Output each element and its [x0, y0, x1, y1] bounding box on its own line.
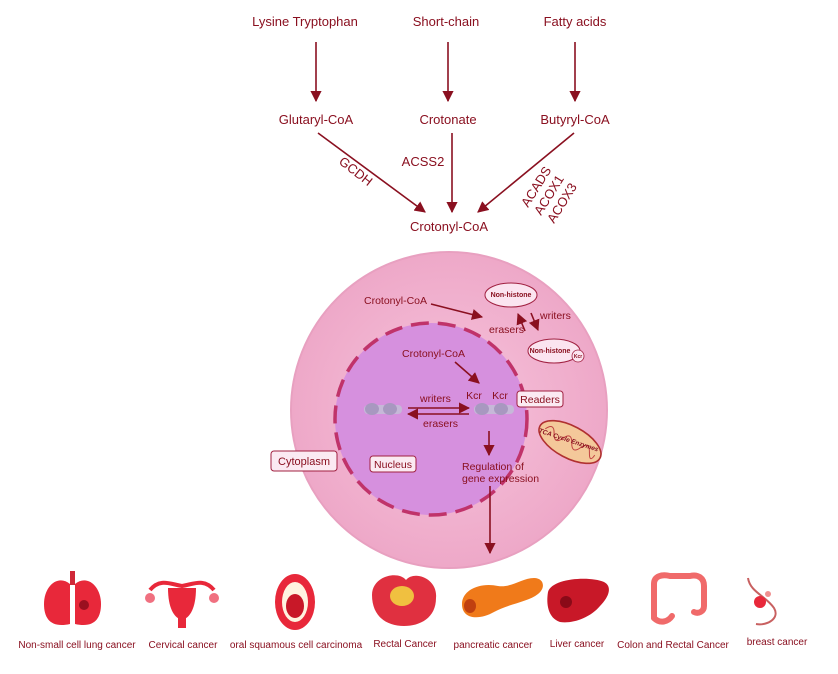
- nucleus-box: [369, 455, 417, 473]
- readers-box: [516, 390, 564, 408]
- arrow-butyryl-to-crotonyl: [477, 132, 575, 213]
- mouth-icon: [275, 574, 315, 630]
- cancer-colon-rectal: Colon and Rectal Cancer: [617, 640, 729, 651]
- cytoplasm-box: [270, 450, 338, 472]
- source-short-chain: Short-chain: [413, 14, 479, 29]
- source-fatty-acids: Fatty acids: [544, 14, 607, 29]
- cytoplasm-crotonyl-coa: Crotonyl-CoA: [364, 295, 427, 307]
- arrow-crotonyl-to-nonhistone: [430, 303, 484, 320]
- cancer-breast: breast cancer: [747, 637, 808, 648]
- colon-icon: [651, 572, 707, 625]
- rectum-icon: [372, 575, 437, 626]
- arrow-crotonyl-to-kcr: [454, 361, 480, 384]
- cancer-cervical: Cervical cancer: [149, 640, 219, 651]
- nucleus-label: Nucleus: [374, 459, 412, 471]
- non-histone-protein: [484, 282, 538, 308]
- kcr-mark-small: [571, 349, 585, 363]
- kcr-1: Kcr: [466, 390, 482, 402]
- pancreas-icon: [462, 578, 543, 618]
- regulation-line-1: Regulation of: [462, 461, 524, 473]
- non-histone-label: Non-histone: [491, 292, 532, 299]
- cancer-nsclc: Non-small cell lung cancer: [18, 640, 136, 651]
- breast-icon: [747, 577, 777, 626]
- intermediate-crotonate: Crotonate: [419, 112, 476, 127]
- writers-histone: writers: [419, 393, 451, 405]
- non-histone-kcr-label: Non-histone: [530, 348, 571, 355]
- intermediate-butyryl-coa: Butyryl-CoA: [540, 112, 610, 127]
- uterus-icon: [145, 580, 219, 628]
- lung-icon: [44, 571, 101, 626]
- product-crotonyl-coa: Crotonyl-CoA: [410, 219, 488, 234]
- writers-nonhistone: writers: [539, 310, 571, 322]
- nucleus-crotonyl-coa: Crotonyl-CoA: [402, 348, 465, 360]
- erasers-histone: erasers: [423, 418, 458, 430]
- readers-label: Readers: [520, 394, 560, 406]
- cancer-oscc: oral squamous cell carcinoma: [230, 640, 363, 651]
- regulation-line-2: gene expression: [462, 473, 539, 485]
- arrow-erasers-up: [516, 312, 528, 332]
- intermediate-glutaryl-coa: Glutaryl-CoA: [279, 112, 354, 127]
- enzyme-acss2: ACSS2: [402, 154, 445, 169]
- cancer-liver: Liver cancer: [550, 639, 605, 650]
- kcr-small-label: Kcr: [574, 354, 582, 360]
- chromatin-right: [474, 403, 514, 415]
- chromatin-left: [364, 403, 402, 415]
- arrow-glutaryl-to-crotonyl: [317, 132, 426, 213]
- mitochondrion-icon: [538, 419, 602, 465]
- cancer-pancreatic: pancreatic cancer: [454, 640, 534, 651]
- kcr-2: Kcr: [492, 390, 508, 402]
- cytoplasm-label: Cytoplasm: [278, 456, 330, 468]
- cancer-rectal: Rectal Cancer: [373, 639, 437, 650]
- arrow-writers-down: [528, 312, 540, 332]
- liver-icon: [547, 578, 609, 623]
- erasers-nonhistone: erasers: [489, 324, 524, 336]
- source-lysine-tryptophan: Lysine Tryptophan: [252, 14, 358, 29]
